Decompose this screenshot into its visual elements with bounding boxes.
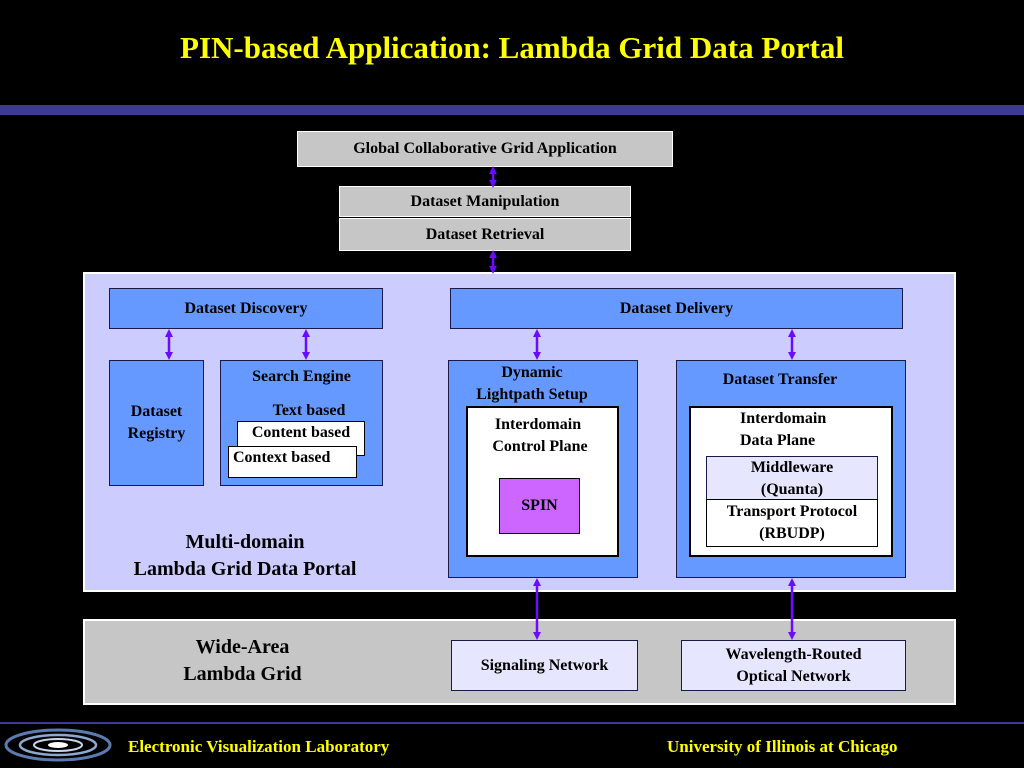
footer-right-text: University of Illinois at Chicago: [667, 737, 898, 756]
dataset-manipulation-box: Dataset Manipulation: [339, 186, 631, 217]
dataset-transfer-label: Dataset Transfer: [722, 371, 838, 388]
dataset-registry-box: Dataset Registry: [109, 360, 204, 486]
optical-line1: Wavelength-Routed: [725, 645, 862, 663]
evl-swirl-logo: [4, 728, 112, 762]
portal-label-line1: Multi-domain: [185, 531, 305, 553]
transport-line2: (RBUDP): [759, 525, 825, 542]
dataset-delivery-box: Dataset Delivery: [450, 288, 903, 329]
interdomain-cp-line1: Interdomain: [494, 416, 582, 433]
dataset-discovery-box: Dataset Discovery: [109, 288, 383, 329]
grid-label-line2: Lambda Grid: [183, 663, 302, 685]
search-engine-label: Search Engine: [252, 368, 351, 385]
transport-line1: Transport Protocol: [726, 503, 858, 520]
title-divider-bar: [0, 105, 1024, 115]
dynamic-label-line1: Dynamic: [501, 364, 563, 381]
text-based-label: Text based: [272, 402, 346, 419]
context-based-box: Context based: [228, 446, 357, 478]
middleware-line2: (Quanta): [760, 480, 824, 498]
interdomain-dp-line2: Data Plane: [740, 432, 816, 449]
signaling-network-box: Signaling Network: [451, 640, 638, 691]
slide-title: PIN-based Application: Lambda Grid Data …: [180, 30, 844, 65]
global-collaborative-grid-application-box: Global Collaborative Grid Application: [297, 131, 673, 167]
grid-label-line1: Wide-Area: [195, 636, 290, 658]
dataset-registry-line1: Dataset: [130, 403, 183, 420]
interdomain-cp-line2: Control Plane: [492, 438, 588, 455]
spin-box: SPIN: [499, 478, 580, 534]
optical-line2: Optical Network: [736, 667, 851, 685]
middleware-quanta-box: Middleware (Quanta): [706, 456, 878, 501]
dataset-retrieval-box: Dataset Retrieval: [339, 218, 631, 251]
dataset-registry-line2: Registry: [127, 425, 186, 442]
middleware-line1: Middleware: [750, 458, 834, 476]
portal-label-line2: Lambda Grid Data Portal: [133, 558, 357, 580]
footer-divider-bar: [0, 722, 1024, 724]
wavelength-routed-optical-network-box: Wavelength-Routed Optical Network: [681, 640, 906, 691]
transport-protocol-rbudp-box: Transport Protocol (RBUDP): [706, 499, 878, 547]
interdomain-dp-line1: Interdomain: [740, 410, 827, 427]
footer-left-text: Electronic Visualization Laboratory: [128, 737, 390, 756]
dynamic-label-line2: Lightpath Setup: [476, 386, 588, 403]
